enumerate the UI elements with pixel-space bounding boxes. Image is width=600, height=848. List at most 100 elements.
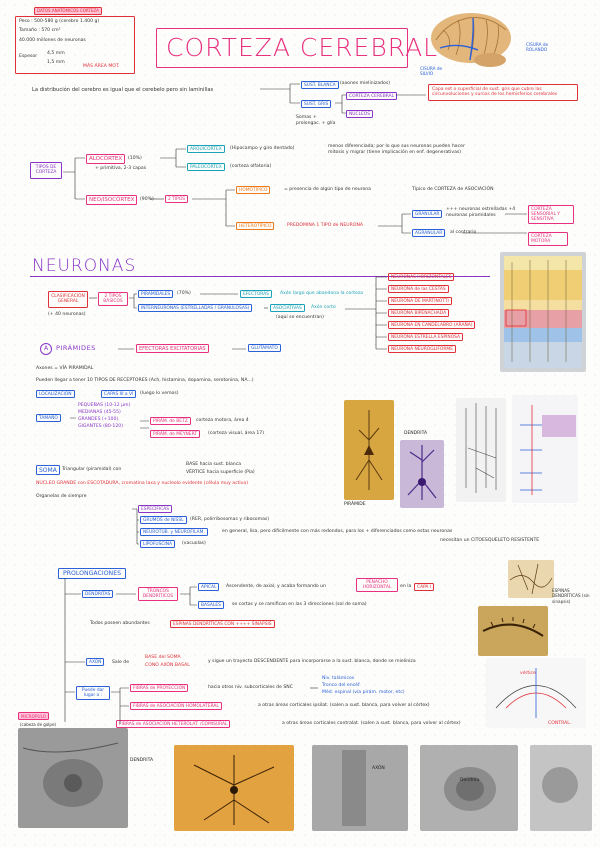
neurotub-box: NEUROTÚB. y NEUROFILAM. bbox=[140, 528, 208, 537]
espinas-box: ESPINAS DENDRÍTICAS CON ++++ SINAPSIS bbox=[170, 620, 275, 629]
meynert-box: PIRÁM. de MEYNERT bbox=[150, 430, 200, 439]
espinas-image bbox=[478, 606, 548, 656]
nissl-note: (RER, polirribosomas y ribosomas) bbox=[190, 517, 270, 522]
piramides-title: PIRÁMIDES bbox=[56, 344, 96, 352]
soma-note: Triangular (piramidal) con bbox=[62, 467, 122, 472]
en-la-text: en la bbox=[400, 584, 412, 589]
dos-tipos: 2 TIPOS bbox=[165, 195, 189, 204]
espinas-fig-label: ESPINAS DENDRÍTICAS (sin sinapsis) bbox=[552, 588, 590, 604]
dendrita-image bbox=[400, 440, 444, 508]
size-3: GIGANTES (80-120) bbox=[78, 424, 123, 429]
micropulo-label: MICROPULO bbox=[18, 712, 50, 721]
golgi-drawing bbox=[456, 398, 506, 502]
dendrita-cap: DENDRITA bbox=[130, 758, 154, 763]
lipo-box: LIPOFUSCINA bbox=[140, 540, 176, 549]
granular-box: GRANULAR bbox=[412, 210, 443, 219]
efectoras-box: EFECTORAS bbox=[240, 290, 272, 299]
size-0: PEQUEÑAS (10-12 µm) bbox=[78, 403, 131, 408]
axon-cap: AXÓN bbox=[372, 766, 385, 771]
citoesq-text: necesitan un CITOESQUELETO RESISTENTE bbox=[440, 538, 540, 543]
tipos-label: TIPOS DE CORTEZA bbox=[30, 162, 62, 179]
nucleos-box: NÚCLEOS bbox=[346, 110, 374, 119]
alo-pct: (10%) bbox=[128, 156, 142, 161]
nissl-box: GRUMOS de NISSL bbox=[140, 516, 187, 525]
micrograph-4 bbox=[420, 745, 518, 831]
capa1-box: CAPA I bbox=[414, 583, 435, 592]
cortex-layers-image bbox=[500, 252, 586, 372]
proy-item-1: Tronco del encéf. bbox=[322, 683, 361, 688]
penacho-box: PENACHO HORIZONTAL bbox=[356, 578, 398, 592]
betz-box: PIRÁM. de BETZ bbox=[150, 417, 191, 426]
page-title: CORTEZA CEREBRAL bbox=[166, 33, 439, 62]
homo-note: = presencia de algún tipo de neurona bbox=[284, 187, 371, 192]
espesor-label: Espesor bbox=[19, 54, 38, 59]
neuron-type-6: NEURONA NEUROGLIFORME bbox=[388, 345, 456, 354]
espesor-max: 4,5 mm bbox=[47, 51, 65, 56]
granular-note: +++ neuronas estrelladas +4 neuronas pir… bbox=[446, 207, 516, 218]
size-2: GRANDES (+100) bbox=[78, 417, 119, 422]
axon-note: Sale de bbox=[112, 660, 130, 665]
clasif-box: CLASIFICACIÓN GENERAL bbox=[48, 291, 88, 308]
paleo-box: PALEOCÓRTEX bbox=[187, 163, 225, 172]
asoc-hetero-note: a otras áreas corticales contralat. (sal… bbox=[282, 721, 461, 726]
piramide-image bbox=[344, 400, 394, 500]
hetero-note: PREDOMINA 1 TIPO de NEURONA bbox=[287, 223, 364, 228]
neuron-type-3: NEURONA BIPENACHADA bbox=[388, 309, 450, 318]
area-mot: MÁS ÁREA MOT. bbox=[83, 64, 120, 69]
glutamato-box: GLUTAMATO bbox=[248, 344, 281, 353]
pir-pct: (70%) bbox=[177, 291, 191, 296]
penacho-image bbox=[508, 560, 554, 598]
localizacion-box: LOCALIZACIÓN bbox=[36, 390, 75, 399]
asoc-ipsi-box: FIBRAS de ASOCIACIÓN HOMOLATERAL bbox=[130, 702, 222, 711]
interneuronas-box: INTERNEURONAS (ESTRELLADAS / GRANULOSAS) bbox=[138, 304, 253, 313]
basales-note: se cortas y se ramifican en las 3 direcc… bbox=[232, 602, 367, 607]
tamano-text: Tamaño : 570 cm² bbox=[19, 28, 61, 33]
neuron-type-4: NEURONA EN CANDELABRO (ARAÑA) bbox=[388, 321, 476, 330]
axon-box: AXÓN bbox=[86, 658, 105, 667]
asoc-note: Axón corto bbox=[311, 305, 336, 310]
corteza-motora: CORTEZA MOTORA bbox=[528, 232, 568, 246]
receptores-text: Pueden llegar a tener 10 TIPOS DE RECEPT… bbox=[36, 378, 254, 383]
homotipico-box: HOMOTÍPICO bbox=[236, 186, 271, 195]
alo-note: + primitiva, 2-3 capas bbox=[95, 166, 147, 171]
neuron-type-5: NEURONA ESTRELLA ESPINOSA bbox=[388, 333, 464, 342]
datos-box bbox=[15, 16, 135, 74]
dendritas-box: DENDRITAS bbox=[82, 590, 114, 599]
neo-box: NEO/ISOCÓRTEX bbox=[86, 195, 138, 205]
tamano-box: TAMAÑO bbox=[36, 414, 61, 423]
neurotub-note: en general, lisa, pero difícilmente con … bbox=[222, 529, 453, 534]
asociativas-box: ASOCIATIVAS bbox=[270, 304, 305, 313]
lipo-note: (vacuolas) bbox=[182, 541, 206, 546]
dendrita-cap-2: Dendrita bbox=[460, 778, 480, 783]
axones-text: Axones = VÍA PIRAMIDAL bbox=[36, 366, 94, 371]
proyeccion-box: FIBRAS de PROYECCIÓN bbox=[130, 684, 189, 693]
fibras-diagram bbox=[486, 658, 586, 728]
rolando-label: CISURA de ROLANDO bbox=[526, 42, 549, 53]
distribution-text: La distribución del cerebro es igual que… bbox=[32, 87, 214, 93]
soma-box: SOMA bbox=[36, 465, 60, 476]
agranular-box: AGRANULAR bbox=[412, 229, 446, 238]
capas-note: (luego lo vemos) bbox=[140, 391, 179, 396]
arqui-box: ARQUICÓRTEX bbox=[187, 145, 225, 154]
neo-pct: (90%) bbox=[140, 197, 154, 202]
micrograph-3 bbox=[312, 745, 408, 831]
arqui-note: (Hipocampo y giro dentado) bbox=[230, 146, 295, 151]
neuronas-underline bbox=[30, 276, 490, 277]
base-soma-text: BASE del SOMA bbox=[145, 655, 181, 660]
peso-text: Peso : 500-580 g (cerebro 1.400 g) bbox=[19, 19, 100, 24]
dos-tipos-box: 2 TIPOS BÁSICOS bbox=[98, 292, 128, 306]
capas-box: CAPAS III a VI bbox=[101, 390, 137, 399]
axon-trayecto: y sigue un trayecto DESCENDENTE para inc… bbox=[208, 659, 416, 664]
efect-exc-box: EFECTORAS EXCITATORIAS bbox=[136, 344, 209, 353]
efect-note: Axón largo que abandona la corteza bbox=[280, 291, 364, 296]
neuronas-title: NEURONAS bbox=[32, 256, 137, 276]
sust-blanca-note: (axones mielinizados) bbox=[340, 81, 391, 86]
neuronas-count: 40.000 millones de neuronas bbox=[19, 38, 86, 43]
capa-note: Capa ext o superficial de sust. gris que… bbox=[428, 84, 578, 101]
micrograph-5 bbox=[530, 745, 592, 831]
proy-note: hacia otros niv. subcorticales de SNC bbox=[208, 685, 293, 690]
base-text: BASE hacia sust. blanca bbox=[186, 462, 242, 467]
piramidales-box: PIRAMIDALES bbox=[138, 290, 174, 299]
prolong-title: PROLONGACIONES bbox=[58, 568, 127, 580]
agranular-note: al contrario bbox=[450, 230, 477, 235]
